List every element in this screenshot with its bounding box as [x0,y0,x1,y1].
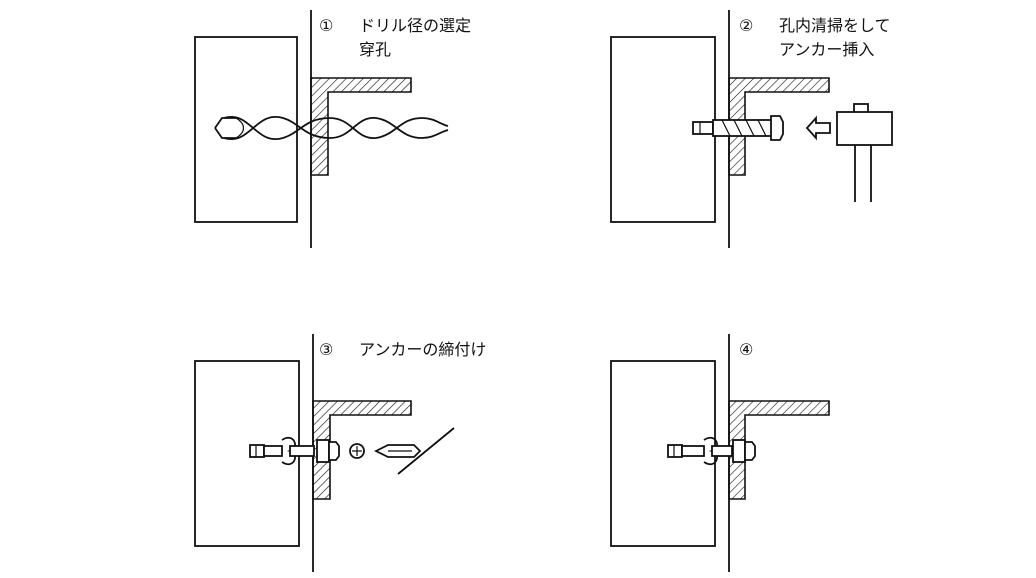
step-2-label-line1: 孔内清掃をして [779,16,891,35]
step-4-number: ④ [739,340,753,359]
anchor-bolt-icon [667,437,756,465]
step-1-panel: ① ドリル径の選定 穿孔 [194,10,471,248]
step-3-concrete-block [194,360,300,547]
step-1-label-line2: 穿孔 [359,40,391,59]
anchor-bolt-icon [692,115,784,141]
step-1-concrete-block [194,36,298,223]
anchor-bolt-icon [249,437,340,465]
drill-bit-icon [214,115,449,141]
step-2-panel: ② 孔内清掃をして アンカー挿入 [610,10,893,248]
step-1-label-line1: ドリル径の選定 [359,16,471,35]
step-1-number: ① [319,16,333,35]
step-3-panel: ③ アンカーの締付け [194,334,486,572]
step-1-angle-bracket [310,77,412,176]
step-3-label-line1: アンカーの締付け [359,340,486,359]
step-4-panel: ④ [610,334,830,572]
hammer-icon [836,103,893,202]
step-3-angle-bracket [312,400,412,500]
step-2-number: ② [739,16,753,35]
step-2-angle-bracket [728,77,830,176]
step-4-angle-bracket [728,400,830,500]
screwdriver-icon [373,427,455,475]
arrow-left-icon [805,115,831,141]
step-2-label-line2: アンカー挿入 [779,40,874,59]
step-3-number: ③ [319,340,333,359]
screw-head-icon [349,443,365,459]
